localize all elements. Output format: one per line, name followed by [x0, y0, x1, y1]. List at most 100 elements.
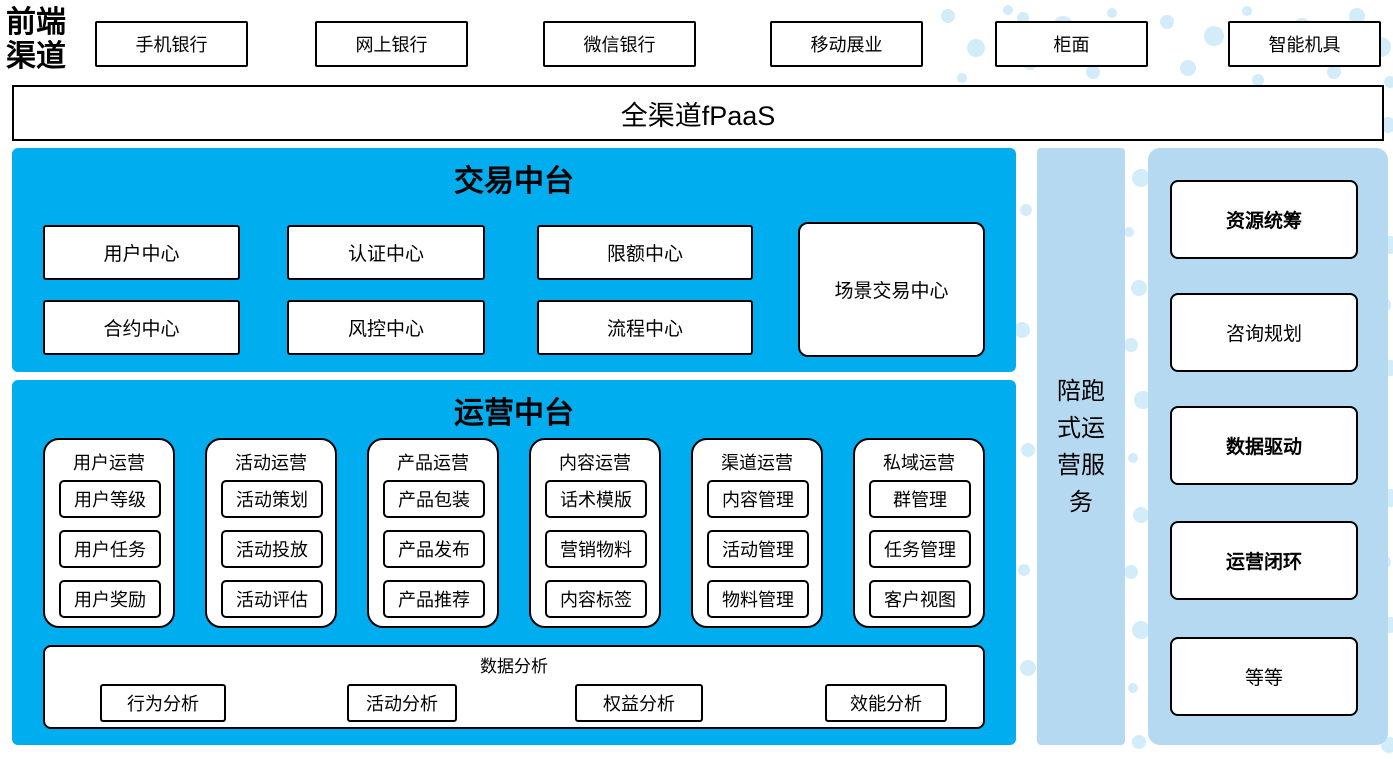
fpaas-label: 全渠道fPaaS — [620, 100, 776, 131]
channel-label: 智能机具 — [1268, 35, 1341, 55]
service-box-consulting: 咨询规划 — [1170, 293, 1358, 372]
analysis-item-label: 行为分析 — [127, 694, 199, 714]
center-label: 认证中心 — [347, 244, 424, 265]
companion-service-column: 陪跑式运营服务 — [1037, 148, 1125, 745]
group-item: 客户视图 — [869, 580, 971, 618]
center-box-process: 流程中心 — [537, 300, 753, 355]
group-item: 群管理 — [869, 480, 971, 518]
group-item: 产品发布 — [383, 530, 485, 568]
group-activity-ops: 活动运营 活动策划 活动投放 活动评估 — [205, 438, 337, 628]
group-item: 用户奖励 — [59, 580, 161, 618]
channel-label: 微信银行 — [583, 35, 656, 55]
group-item-label: 产品发布 — [398, 540, 470, 560]
group-item: 内容标签 — [545, 580, 647, 618]
group-product-ops: 产品运营 产品包装 产品发布 产品推荐 — [367, 438, 499, 628]
service-box-ops-loop: 运营闭环 — [1170, 521, 1358, 600]
group-item-label: 活动投放 — [236, 540, 308, 560]
group-item: 活动投放 — [221, 530, 323, 568]
group-item: 活动管理 — [707, 530, 809, 568]
group-item: 话术模版 — [545, 480, 647, 518]
group-item: 活动策划 — [221, 480, 323, 518]
center-box-limit: 限额中心 — [537, 225, 753, 280]
trade-platform-title: 交易中台 — [454, 165, 574, 198]
group-item-label: 营销物料 — [560, 540, 632, 560]
analysis-item-label: 权益分析 — [603, 694, 675, 714]
group-title: 用户运营 — [73, 453, 145, 473]
group-title: 内容运营 — [559, 453, 631, 473]
center-box-contract: 合约中心 — [43, 300, 240, 355]
group-private-domain-ops: 私域运营 群管理 任务管理 客户视图 — [853, 438, 985, 628]
group-item-label: 内容管理 — [722, 490, 794, 510]
center-label: 风控中心 — [347, 319, 424, 340]
center-label: 限额中心 — [606, 244, 683, 265]
group-item-label: 活动管理 — [722, 540, 794, 560]
analysis-item: 行为分析 — [100, 684, 226, 722]
front-channels-label: 前端 渠道 — [6, 6, 92, 74]
analysis-item: 效能分析 — [825, 684, 947, 722]
group-item-label: 任务管理 — [884, 540, 956, 560]
analysis-item-label: 效能分析 — [850, 694, 922, 714]
data-analysis-title: 数据分析 — [480, 657, 548, 676]
group-item: 任务管理 — [869, 530, 971, 568]
channel-box-online-banking: 网上银行 — [315, 21, 468, 67]
service-label: 咨询规划 — [1225, 324, 1302, 345]
service-box-resource-planning: 资源统筹 — [1170, 180, 1358, 259]
front-channels-label-line2: 渠道 — [6, 40, 66, 73]
analysis-item-label: 活动分析 — [366, 694, 438, 714]
group-item-label: 用户任务 — [74, 540, 146, 560]
group-item-label: 用户奖励 — [74, 590, 146, 610]
front-channels-label-line1: 前端 — [6, 6, 66, 39]
service-box-etc: 等等 — [1170, 637, 1358, 716]
channel-box-smart-devices: 智能机具 — [1228, 21, 1381, 67]
center-box-auth: 认证中心 — [287, 225, 485, 280]
channel-box-mobile-sales: 移动展业 — [770, 21, 923, 67]
group-item-label: 活动策划 — [236, 490, 308, 510]
channel-label: 柜面 — [1053, 35, 1090, 55]
trade-platform-panel: 交易中台 用户中心 认证中心 限额中心 合约中心 风控中心 流程中心 场景交易中… — [12, 148, 1016, 372]
group-item: 活动评估 — [221, 580, 323, 618]
group-item: 物料管理 — [707, 580, 809, 618]
group-item-label: 产品包装 — [398, 490, 470, 510]
group-item: 营销物料 — [545, 530, 647, 568]
group-user-ops: 用户运营 用户等级 用户任务 用户奖励 — [43, 438, 175, 628]
channel-label: 移动展业 — [810, 35, 883, 55]
operations-platform-panel: 运营中台 用户运营 用户等级 用户任务 用户奖励 活动运营 活动策划 活动投放 … — [12, 380, 1016, 745]
center-label: 流程中心 — [606, 319, 683, 340]
channel-box-wechat-banking: 微信银行 — [543, 21, 696, 67]
group-title: 私域运营 — [883, 453, 955, 473]
group-title: 渠道运营 — [721, 453, 793, 473]
group-item-label: 物料管理 — [722, 590, 794, 610]
center-label: 场景交易中心 — [834, 281, 949, 302]
channel-label: 网上银行 — [355, 35, 428, 55]
group-item: 用户任务 — [59, 530, 161, 568]
group-item-label: 内容标签 — [560, 590, 632, 610]
center-box-risk: 风控中心 — [287, 300, 485, 355]
service-label: 资源统筹 — [1225, 211, 1302, 232]
data-analysis-box: 数据分析 行为分析 活动分析 权益分析 效能分析 — [43, 645, 985, 729]
channel-box-counter: 柜面 — [995, 21, 1148, 67]
group-item-label: 活动评估 — [236, 590, 308, 610]
right-services-panel: 资源统筹 咨询规划 数据驱动 运营闭环 等等 — [1148, 148, 1388, 745]
group-item-label: 用户等级 — [74, 490, 146, 510]
center-label: 合约中心 — [103, 319, 180, 340]
center-box-scenario-trade: 场景交易中心 — [798, 222, 985, 357]
group-item-label: 产品推荐 — [398, 590, 470, 610]
center-box-user: 用户中心 — [43, 225, 240, 280]
channel-box-mobile-banking: 手机银行 — [95, 21, 248, 67]
group-item: 用户等级 — [59, 480, 161, 518]
channel-label: 手机银行 — [135, 35, 208, 55]
group-item-label: 话术模版 — [560, 490, 632, 510]
group-item: 产品包装 — [383, 480, 485, 518]
group-channel-ops: 渠道运营 内容管理 活动管理 物料管理 — [691, 438, 823, 628]
service-box-data-driven: 数据驱动 — [1170, 406, 1358, 485]
fpaas-bar: 全渠道fPaaS — [12, 85, 1384, 141]
group-content-ops: 内容运营 话术模版 营销物料 内容标签 — [529, 438, 661, 628]
analysis-item: 活动分析 — [347, 684, 457, 722]
service-label: 等等 — [1244, 668, 1283, 689]
service-label: 数据驱动 — [1225, 437, 1302, 458]
center-label: 用户中心 — [103, 244, 180, 265]
group-item-label: 群管理 — [893, 490, 947, 510]
group-item: 内容管理 — [707, 480, 809, 518]
group-item-label: 客户视图 — [884, 590, 956, 610]
